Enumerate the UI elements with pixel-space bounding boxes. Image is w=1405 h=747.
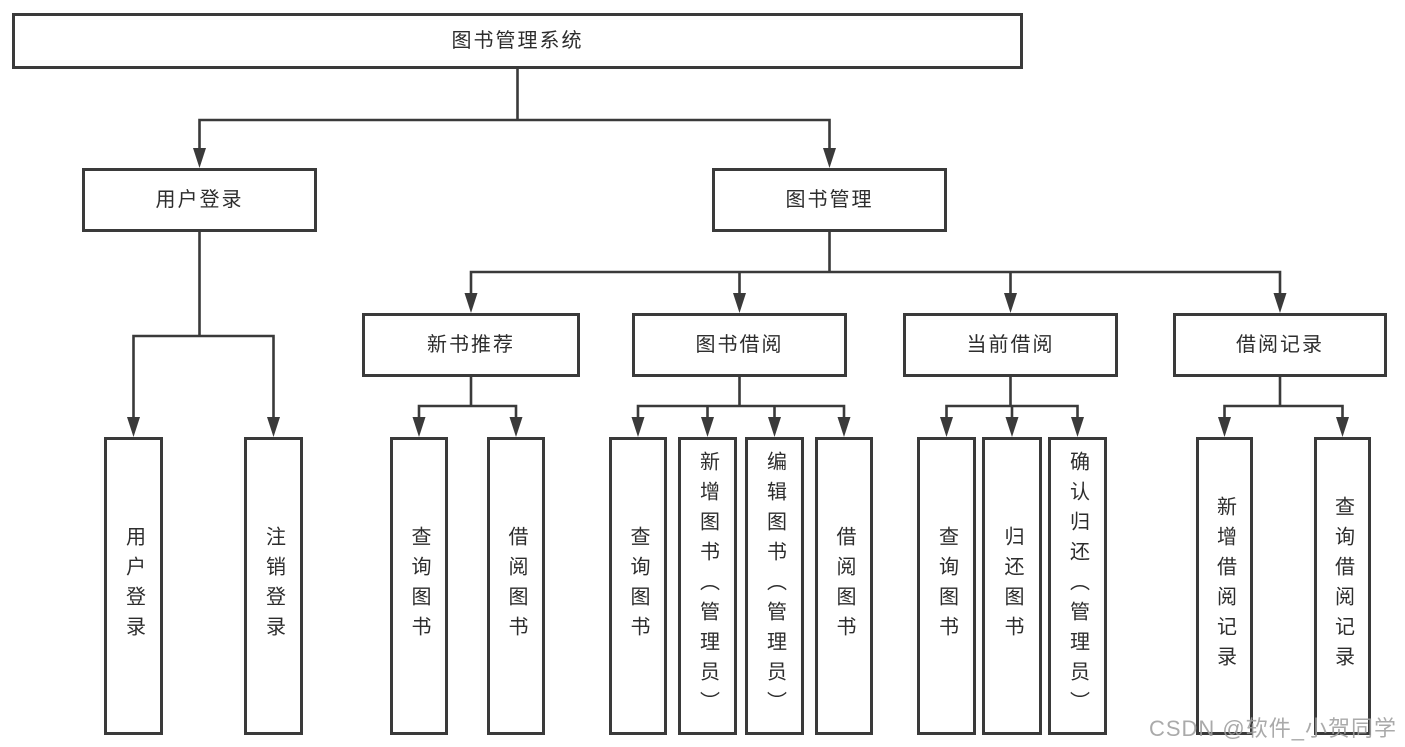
node-label: 新书推荐 <box>427 334 515 356</box>
node-label: 借阅记录 <box>1236 334 1324 356</box>
node-cb-return: 归还图书 <box>982 437 1042 735</box>
node-label: 用户登录 <box>155 189 244 211</box>
node-label: 归还图书 <box>1001 526 1023 646</box>
node-bb-query: 查询图书 <box>609 437 667 735</box>
node-label: 图书管理 <box>785 189 874 211</box>
node-book-borrow: 图书借阅 <box>632 313 847 377</box>
node-label: 当前借阅 <box>966 334 1055 356</box>
node-cb-query: 查询图书 <box>917 437 976 735</box>
node-br-query: 查询借阅记录 <box>1314 437 1371 735</box>
node-label: 借阅图书 <box>505 526 527 646</box>
watermark-text: CSDN @软件_小贺同学 <box>1148 716 1397 741</box>
node-root: 图书管理系统 <box>12 13 1023 69</box>
node-ul-logout: 注销登录 <box>244 437 303 735</box>
node-label: 确认归还（管理员） <box>1066 451 1089 721</box>
node-ul-login: 用户登录 <box>104 437 163 735</box>
node-label: 图书借阅 <box>695 334 784 356</box>
node-borrow-records: 借阅记录 <box>1173 313 1387 377</box>
node-current-borrow: 当前借阅 <box>903 313 1118 377</box>
node-nr-borrow: 借阅图书 <box>487 437 545 735</box>
node-book-mgmt: 图书管理 <box>712 168 947 232</box>
node-bb-add: 新增图书（管理员） <box>678 437 737 735</box>
node-user-login: 用户登录 <box>82 168 317 232</box>
node-bb-borrow: 借阅图书 <box>815 437 873 735</box>
node-new-rec: 新书推荐 <box>362 313 580 377</box>
node-bb-edit: 编辑图书（管理员） <box>745 437 804 735</box>
node-cb-confirm: 确认归还（管理员） <box>1048 437 1107 735</box>
node-label: 查询图书 <box>408 526 430 646</box>
node-label: 查询图书 <box>935 526 958 646</box>
node-label: 新增图书（管理员） <box>696 451 719 721</box>
node-br-add: 新增借阅记录 <box>1196 437 1253 735</box>
node-label: 借阅图书 <box>833 526 855 646</box>
node-label: 查询图书 <box>627 526 649 646</box>
node-label: 注销登录 <box>262 526 285 646</box>
node-label: 图书管理系统 <box>451 30 584 52</box>
node-nr-query: 查询图书 <box>390 437 448 735</box>
node-label: 编辑图书（管理员） <box>763 451 786 721</box>
node-label: 新增借阅记录 <box>1213 496 1236 676</box>
node-label: 查询借阅记录 <box>1331 496 1354 676</box>
node-label: 用户登录 <box>122 526 145 646</box>
